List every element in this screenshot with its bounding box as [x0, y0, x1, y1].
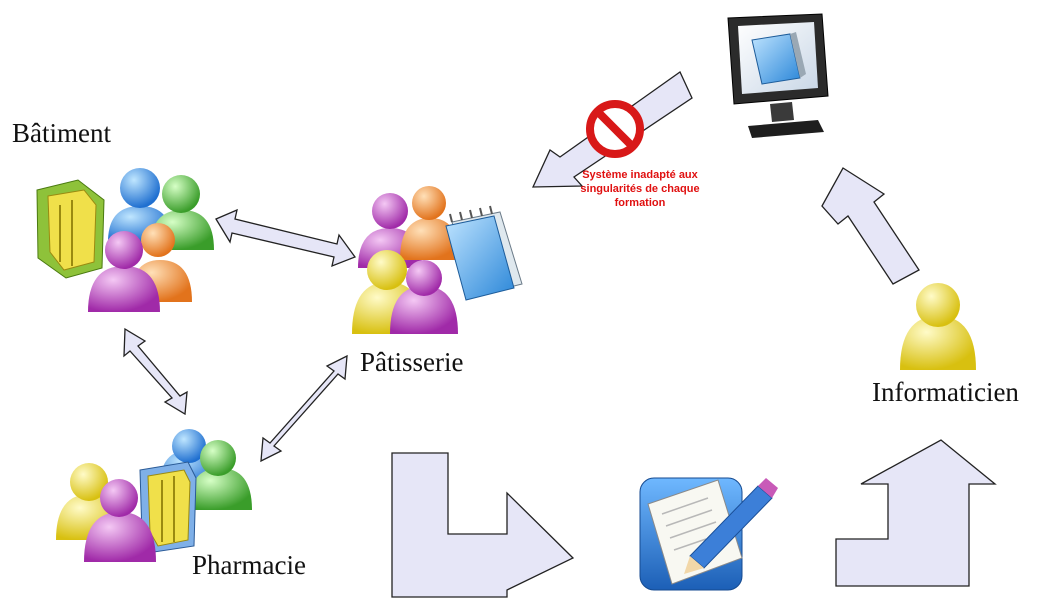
binder-icon — [36, 179, 105, 279]
arrow-step-to-informaticien — [835, 439, 997, 587]
notepad-icon — [445, 205, 523, 301]
label-informaticien: Informaticien — [872, 377, 1019, 407]
batiment-group-icon — [36, 168, 214, 312]
warning-line-1: Système inadapté aux — [582, 169, 698, 181]
warning-text: Système inadapté aux singularités de cha… — [560, 168, 720, 210]
arrow-informaticien-to-system — [821, 167, 920, 285]
user-icon — [900, 283, 976, 370]
double-arrow-patisserie-pharmacie — [260, 354, 348, 463]
monitor-icon — [727, 13, 829, 138]
double-arrow-batiment-patisserie — [215, 208, 357, 268]
binder-icon — [139, 461, 197, 553]
label-batiment: Bâtiment — [12, 118, 111, 148]
warning-line-3: formation — [614, 197, 666, 209]
label-patisserie: Pâtisserie — [360, 347, 464, 377]
patisserie-group-icon — [352, 186, 523, 334]
label-pharmacie: Pharmacie — [192, 550, 306, 580]
warning-line-2: singularités de chaque — [580, 183, 700, 195]
arrow-l-to-editor — [391, 452, 575, 598]
double-arrow-batiment-pharmacie — [123, 327, 188, 416]
edit-document-icon — [639, 477, 778, 591]
pharmacie-group-icon — [56, 429, 252, 562]
no-entry-icon — [586, 100, 644, 158]
